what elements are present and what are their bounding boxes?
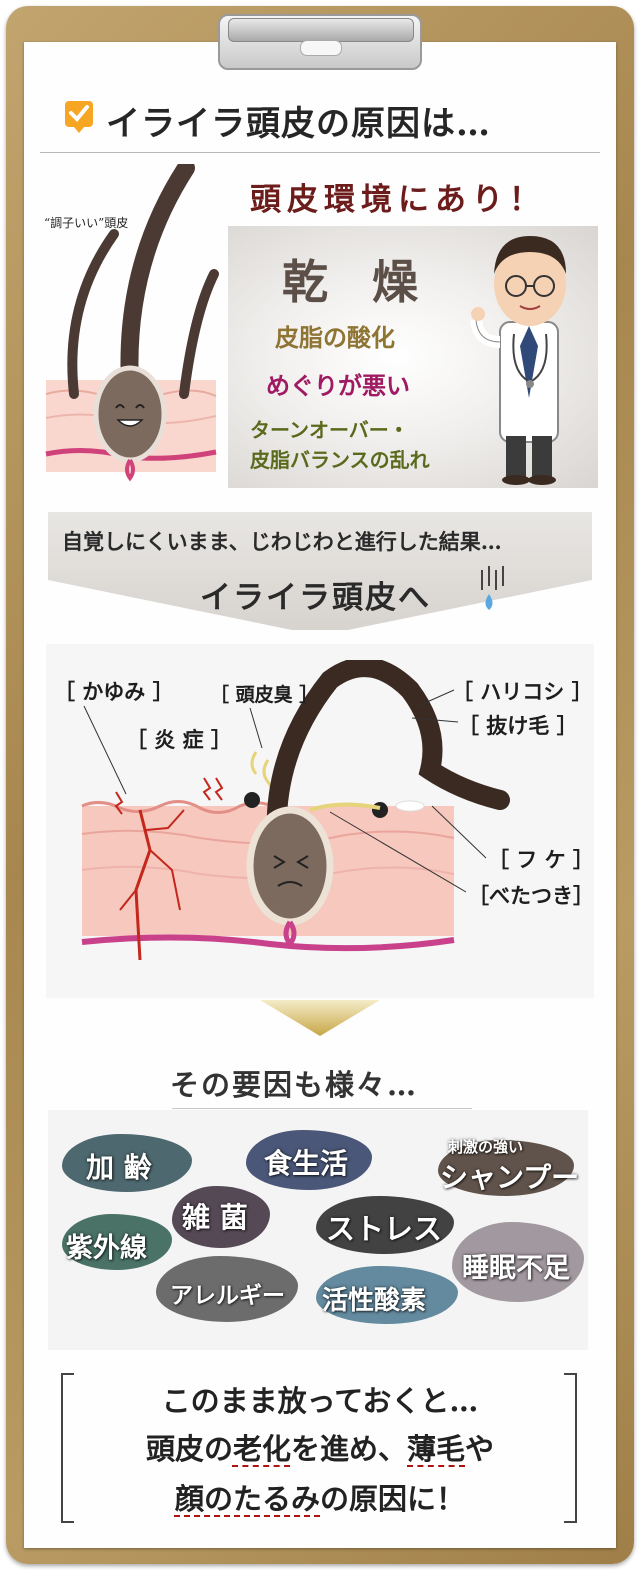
oxidation-label: 皮脂の酸化 <box>275 323 395 352</box>
factor-shampoo-prefix: 刺激の強い <box>448 1138 524 1156</box>
clip-hole <box>300 40 342 56</box>
clip-top-bar <box>228 18 414 42</box>
dryness-label: 乾 燥 <box>282 255 433 309</box>
symptom-dandruff: ［ フ ケ ］ <box>488 847 594 872</box>
factor-allergy: アレルギー <box>170 1283 285 1309</box>
reasons-heading: その要因も様々… <box>170 1068 419 1102</box>
factor-sleep: 睡眠不足 <box>462 1253 570 1284</box>
ink-blot-allergy <box>156 1256 298 1322</box>
factor-active-oxygen: 活性酸素 <box>322 1286 427 1316</box>
turnover-label-line2: 皮脂バランスの乱れ <box>250 448 430 472</box>
checkmark-box-icon <box>65 101 93 133</box>
doctor-illustration <box>470 236 566 485</box>
factor-stress: ストレス <box>326 1212 443 1246</box>
conclusion-line1: このまま放っておくと… <box>161 1384 479 1418</box>
symptom-itch: ［ かゆみ ］ <box>54 679 174 704</box>
sagging-face-highlight: 顔のたるみ <box>174 1482 320 1516</box>
conclusion-line3: 顔のたるみの原因に！ <box>174 1482 466 1516</box>
factor-uv: 紫外線 <box>66 1233 147 1264</box>
irritated-scalp-illustration <box>81 660 510 961</box>
conclusion-line2: 頭皮の老化を進め、薄毛や <box>145 1432 495 1466</box>
symptom-sticky: ［べたつき］ <box>468 883 594 908</box>
ink-blot-stress <box>316 1196 454 1254</box>
symptom-firmness: ［ ハリコシ ］ <box>452 679 593 704</box>
result-banner <box>48 512 592 630</box>
ink-blot-uv <box>62 1214 172 1270</box>
turnover-label-line1: ターンオーバー・ <box>250 418 409 442</box>
reasons-divider <box>172 1108 472 1109</box>
symptom-odor: ［ 頭皮臭 ］ <box>210 684 319 706</box>
symptom-hair-loss: ［ 抜け毛 ］ <box>458 713 578 738</box>
symptom-leader-lines <box>83 689 487 893</box>
result-banner-text: 自覚しにくいまま、じわじわと進行した結果… <box>62 529 502 554</box>
circulation-label: めぐりが悪い <box>266 371 410 400</box>
factor-diet: 食生活 <box>264 1147 349 1180</box>
factor-aging: 加 齢 <box>86 1151 152 1184</box>
healthy-hair-illustration <box>45 164 219 482</box>
ink-blot-aging <box>62 1134 192 1192</box>
symptom-inflammation: ［ 炎 症 ］ <box>126 727 232 752</box>
ink-blot-active-oxygen <box>316 1266 458 1324</box>
aging-highlight: 老化 <box>232 1432 291 1466</box>
title-row: イライラ頭皮の原因は… <box>40 82 600 153</box>
cause-headline: 頭皮環境にあり！ <box>250 182 546 218</box>
ink-blot-sleep <box>452 1222 584 1302</box>
sweat-drop-icon <box>481 566 504 610</box>
factor-bacteria: 雑 菌 <box>182 1201 248 1234</box>
conclusion-brackets <box>61 1373 577 1523</box>
thinning-hair-highlight: 薄毛 <box>407 1432 466 1466</box>
irritated-scalp-heading: イライラ頭皮へ <box>200 580 431 616</box>
page-title: イライラ頭皮の原因は… <box>106 104 491 144</box>
ink-blot-bacteria <box>172 1186 270 1248</box>
ink-blot-diet <box>246 1130 372 1190</box>
healthy-scalp-label: “調子いい”頭皮 <box>44 216 129 230</box>
factor-shampoo: シャンプー <box>440 1161 580 1194</box>
down-arrow-icon <box>260 1000 380 1036</box>
ink-blot-shampoo <box>438 1140 574 1196</box>
